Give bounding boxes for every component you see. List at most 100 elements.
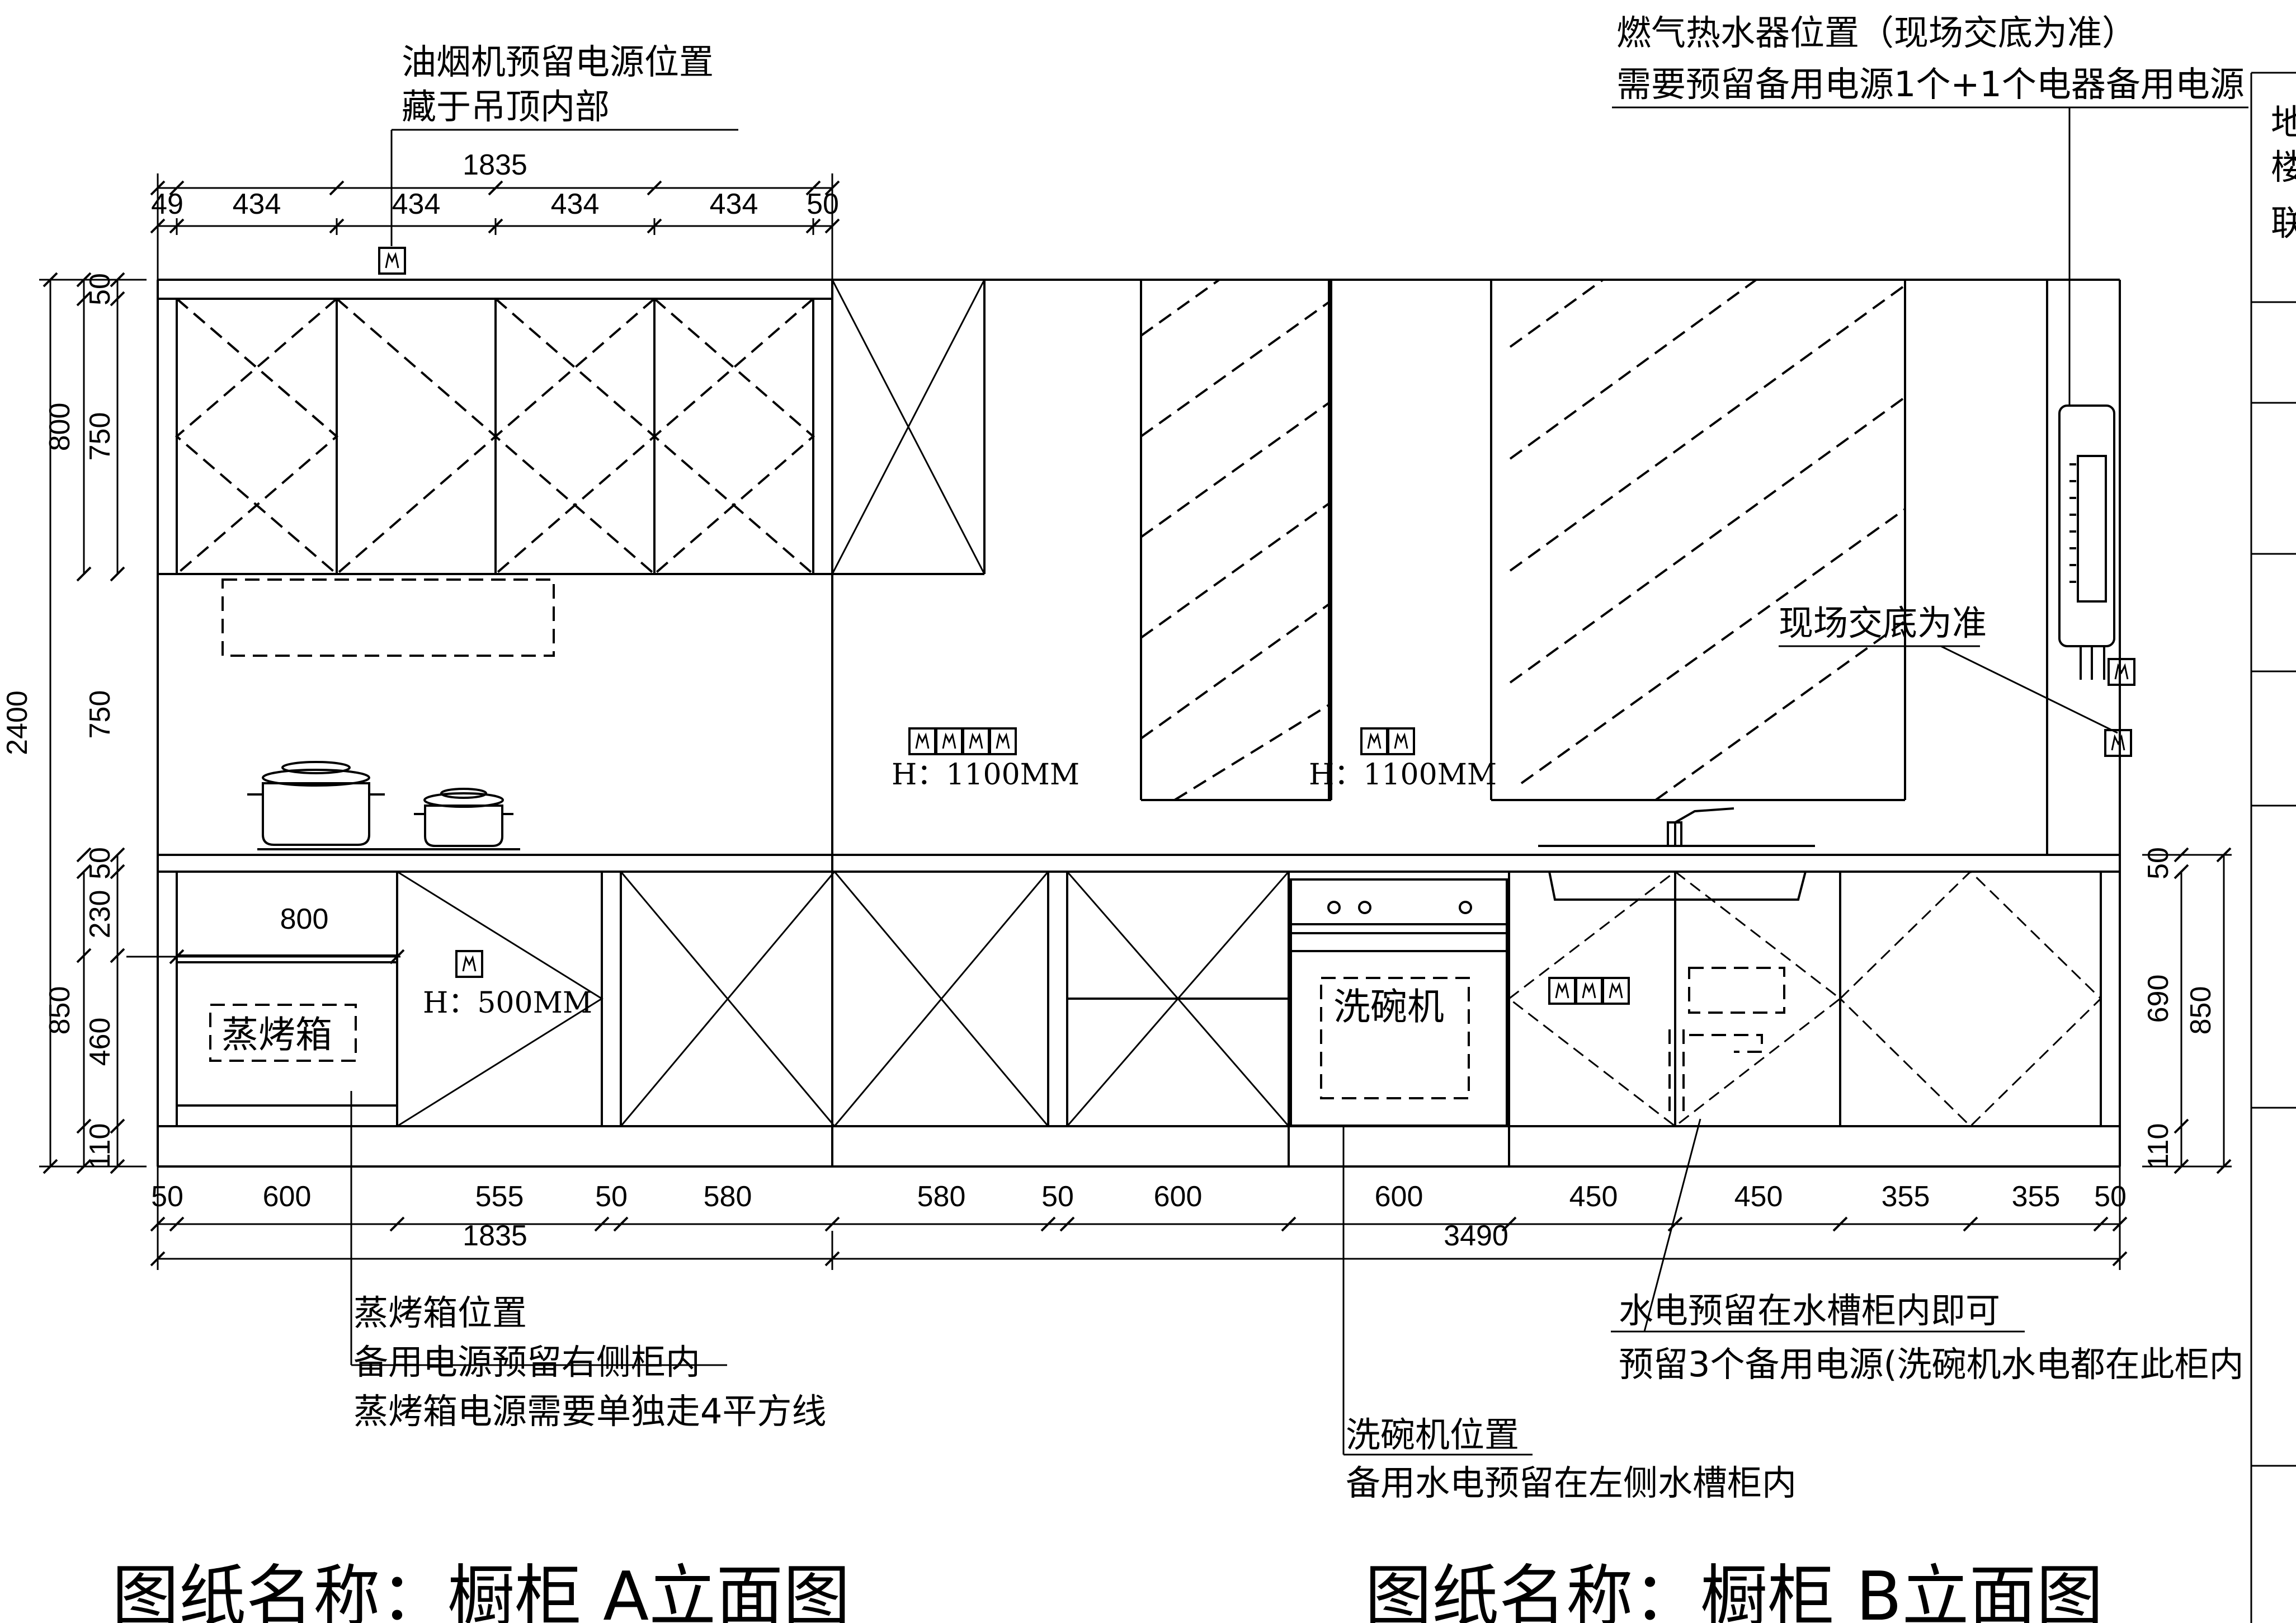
sink-note-line2: 预留3个备用电源(洗碗机水电都在此柜内 (1619, 1344, 2244, 1385)
dimension-tick (2174, 847, 2189, 863)
steam-oven-label: 蒸烤箱 (221, 1013, 332, 1056)
dimension-tick (824, 180, 840, 196)
dim-bottom-seg: 355 (2012, 1180, 2061, 1213)
dimension-tick (2093, 1216, 2109, 1232)
dimension-tick (329, 180, 345, 196)
gas-heater-note-line1: 燃气热水器位置（现场交底为准） (1616, 12, 2137, 53)
dimension-tick (169, 949, 185, 965)
site-confirm-note: 现场交底为准 (1779, 603, 1987, 643)
socket-height-wall-right: H：1100MM (1309, 758, 1497, 792)
dim-bottom-seg: 600 (1154, 1180, 1203, 1213)
dimension-tick (389, 1216, 405, 1232)
dimension-tick (43, 1159, 58, 1174)
dim-bottom-seg: 600 (1375, 1180, 1423, 1213)
dimension-tick (43, 272, 58, 288)
dim-bottom-seg: 355 (1882, 1180, 1930, 1213)
dimension-tick (150, 180, 166, 196)
title-block-char-1: 地 (2271, 102, 2296, 143)
dimension-tick (1667, 1216, 1683, 1232)
dim-bottom-total: 1835 (463, 1220, 527, 1252)
dimension-tick (647, 218, 662, 234)
dimension-tick (110, 291, 125, 307)
dimension-tick (329, 218, 345, 234)
dimension-ticks (43, 180, 2232, 1267)
dim-left-vertical: 230 (84, 890, 116, 939)
title-block-char-3: 联 (2271, 203, 2296, 243)
dim-left-vertical: 50 (84, 847, 116, 879)
dim-left-group: 850 (44, 986, 76, 1035)
dim-right-vertical: 690 (2142, 975, 2175, 1023)
dim-left-vertical: 110 (84, 1123, 116, 1170)
dimension-tick (110, 847, 125, 863)
dim-bottom-seg: 580 (917, 1180, 966, 1213)
dim-bottom-seg: 450 (1734, 1180, 1783, 1213)
dishwasher-note-line2: 备用水电预留在左侧水槽柜内 (1346, 1462, 1797, 1503)
oven-note-line3: 蒸烤箱电源需要单独走4平方线 (353, 1391, 826, 1432)
dimension-tick (169, 180, 185, 196)
hood-power-note-line1: 油烟机预留电源位置 (402, 41, 714, 82)
dimension-tick (76, 566, 92, 582)
dimension-tick (647, 180, 662, 196)
dimension-tick (594, 1216, 610, 1232)
dimension-tick (805, 218, 821, 234)
dimension-tick (76, 864, 92, 879)
dimension-tick (110, 948, 125, 963)
dimension-tick (1281, 1216, 1296, 1232)
dimension-tick (169, 1216, 185, 1232)
dimension-tick (110, 272, 125, 288)
dim-left-vertical: 750 (84, 690, 116, 739)
dimension-tick (169, 218, 185, 234)
dimension-tick (150, 1216, 166, 1232)
dimension-tick (824, 1251, 840, 1267)
dimension-tick (2216, 847, 2232, 863)
title-block-char-2: 楼 (2271, 147, 2296, 187)
dimension-tick (76, 272, 92, 288)
dim-bottom-total: 3490 (1444, 1220, 1508, 1252)
dimension-tick (1040, 1216, 1056, 1232)
socket-height-oven-side: H：500MM (423, 986, 592, 1020)
dimension-tick (1963, 1216, 1978, 1232)
dimension-tick (488, 180, 503, 196)
dishwasher-note-line1: 洗碗机位置 (1346, 1414, 1519, 1455)
dim-left-group: 800 (44, 403, 76, 451)
dim-right-vertical: 50 (2142, 847, 2175, 879)
dim-top-seg: 49 (151, 188, 183, 220)
dimension-tick (150, 218, 166, 234)
oven-note-line2: 备用电源预留右侧柜内 (353, 1342, 700, 1382)
dimension-tick (110, 864, 125, 879)
dimension-tick (2174, 1159, 2189, 1174)
dim-oven-width: 800 (280, 903, 329, 935)
dim-bottom-seg: 600 (263, 1180, 312, 1213)
dimension-tick (1501, 1216, 1517, 1232)
dimension-tick (488, 218, 503, 234)
dimension-tick (1059, 1216, 1075, 1232)
dimension-tick (805, 180, 821, 196)
dimension-tick (389, 949, 405, 965)
sink-note-line1: 水电预留在水槽柜内即可 (1619, 1290, 2000, 1331)
dim-top-seg: 434 (233, 188, 281, 220)
dimension-tick (2216, 1159, 2232, 1174)
dim-bottom-seg: 50 (2094, 1180, 2127, 1213)
dim-bottom-seg: 50 (595, 1180, 628, 1213)
dim-top-seg: 50 (807, 188, 839, 220)
dim-bottom-seg: 50 (1041, 1180, 1074, 1213)
dim-top-seg: 434 (710, 188, 758, 220)
dimension-tick (110, 1159, 125, 1174)
dim-left-group: 2400 (1, 690, 34, 755)
dimension-tick (2112, 1251, 2128, 1267)
dimension-tick (613, 1216, 629, 1232)
dim-bottom-seg: 555 (475, 1180, 524, 1213)
socket-height-wall-left: H：1100MM (892, 758, 1079, 792)
dim-bottom-seg: 50 (151, 1180, 183, 1213)
dimension-tick (76, 291, 92, 307)
dim-bottom-seg: 450 (1569, 1180, 1618, 1213)
hood-power-note-line2: 藏于吊顶内部 (402, 86, 610, 127)
dimension-tick (76, 1159, 92, 1174)
title-elevation-a: 图纸名称：橱柜 A立面图 (112, 1558, 850, 1623)
dimension-tick (150, 1251, 166, 1267)
dim-top-total: 1835 (463, 149, 527, 181)
dim-left-vertical: 750 (84, 412, 116, 461)
dimension-tick (824, 1216, 840, 1232)
dimension-tick (2112, 1216, 2128, 1232)
